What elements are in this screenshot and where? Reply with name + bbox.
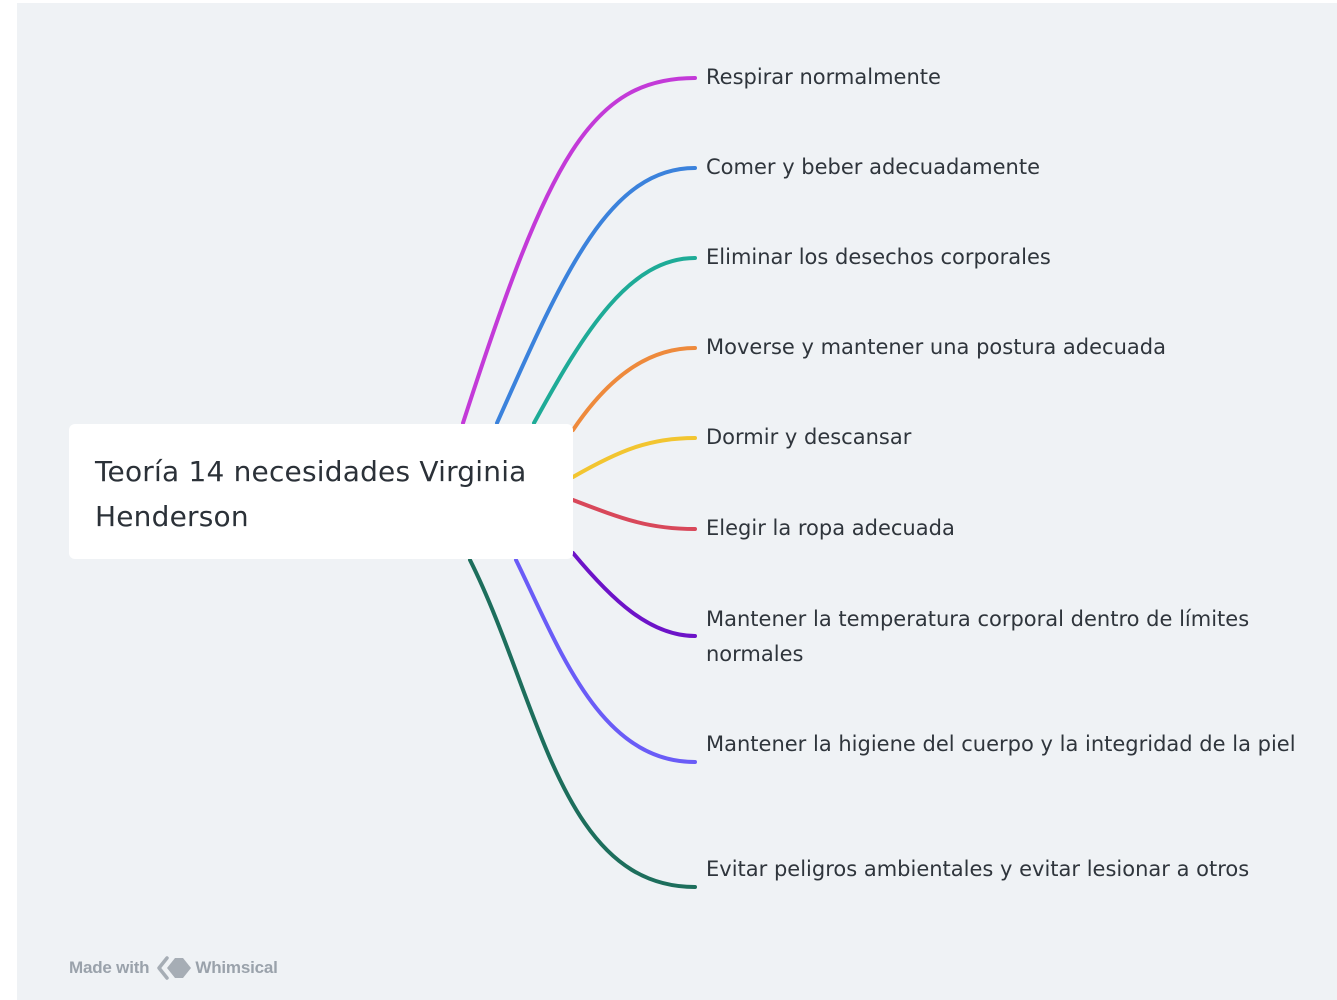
root-node-title: Teoría 14 necesidades Virginia Henderson: [95, 455, 527, 533]
branch-node-dormir[interactable]: Dormir y descansar: [706, 425, 912, 449]
branch-node-temperatura[interactable]: Mantener la temperatura corporal dentro …: [706, 607, 1250, 666]
watermark-prefix: Made with: [69, 958, 150, 977]
branch-node-peligros[interactable]: Evitar peligros ambientales y evitar les…: [706, 857, 1250, 881]
branch-node-moverse[interactable]: Moverse y mantener una postura adecuada: [706, 335, 1166, 359]
branch-node-eliminar[interactable]: Eliminar los desechos corporales: [706, 245, 1051, 269]
connector-temperatura: [571, 551, 697, 638]
connector-comer: [495, 166, 697, 425]
branch-node-ropa[interactable]: Elegir la ropa adecuada: [706, 516, 955, 540]
connector-dormir: [571, 436, 697, 479]
branch-node-higiene[interactable]: Mantener la higiene del cuerpo y la inte…: [706, 732, 1296, 756]
made-with-whimsical-badge[interactable]: Made with Whimsical: [69, 954, 278, 982]
connector-eliminar: [532, 256, 697, 425]
branch-node-respirar[interactable]: Respirar normalmente: [706, 65, 941, 89]
whimsical-logo-icon: [157, 956, 192, 980]
branch-node-comer[interactable]: Comer y beber adecuadamente: [706, 155, 1040, 179]
connector-higiene: [514, 558, 697, 764]
watermark-brand: Whimsical: [195, 958, 278, 977]
connector-ropa: [571, 498, 697, 531]
connector-peligros: [468, 558, 697, 889]
connector-respirar: [461, 76, 697, 425]
connector-moverse: [571, 346, 697, 432]
root-node[interactable]: Teoría 14 necesidades Virginia Henderson: [69, 424, 573, 559]
